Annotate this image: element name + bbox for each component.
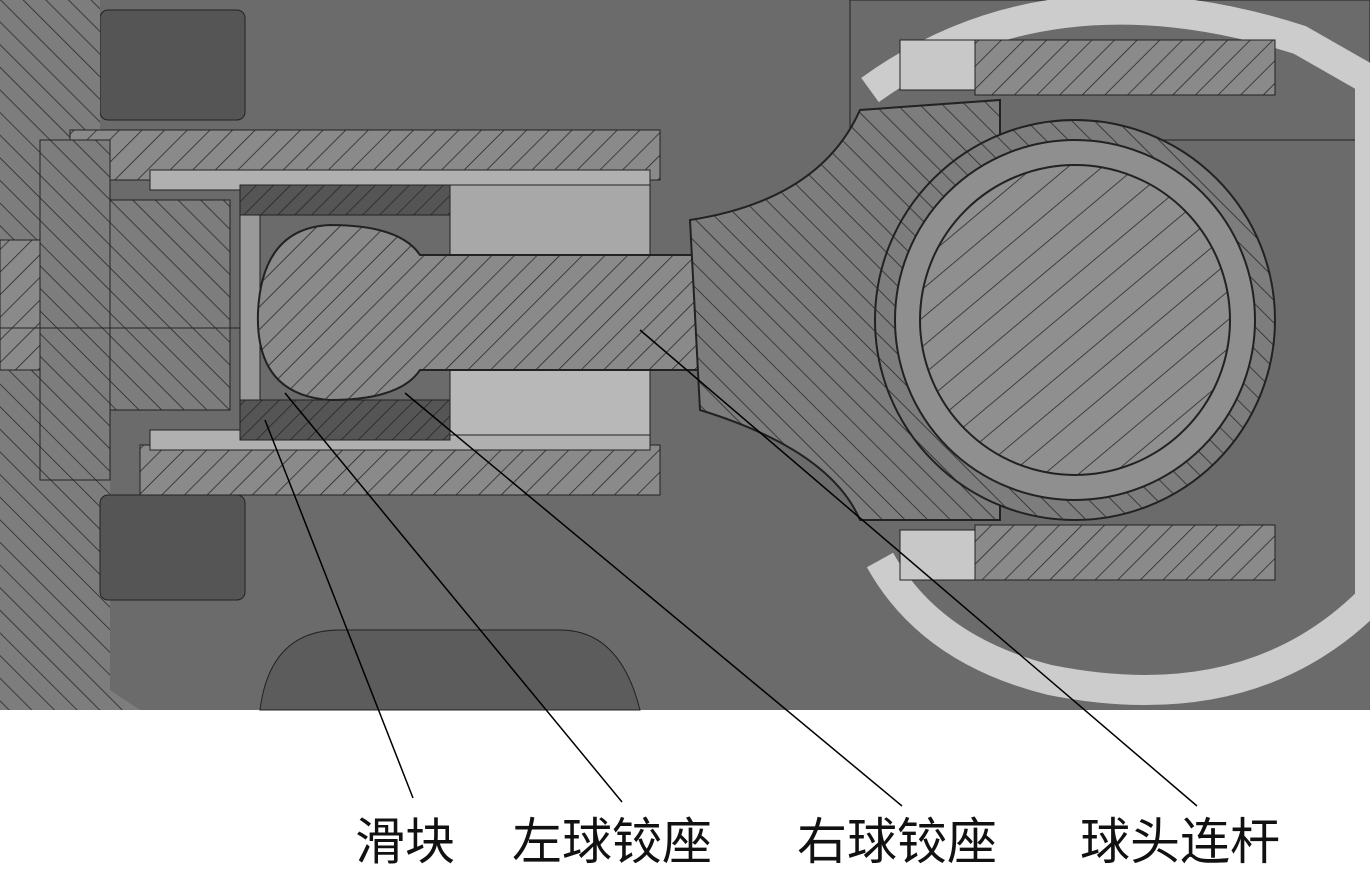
- slider-part: [149, 169, 651, 451]
- leader-left-seat: [284, 392, 623, 803]
- label-left-ball-seat: 左球铰座: [512, 813, 712, 871]
- label-ball-connecting-rod: 球头连杆: [1080, 813, 1280, 871]
- label-right-ball-seat: 右球铰座: [797, 813, 997, 871]
- label-slider: 滑块: [355, 813, 455, 871]
- leader-rod: [639, 329, 1198, 807]
- leader-right-seat: [404, 392, 903, 807]
- left-shaft: [0, 139, 240, 481]
- crank-body: [688, 0, 1370, 705]
- leader-lines: [264, 329, 1198, 807]
- leader-slider: [264, 419, 414, 799]
